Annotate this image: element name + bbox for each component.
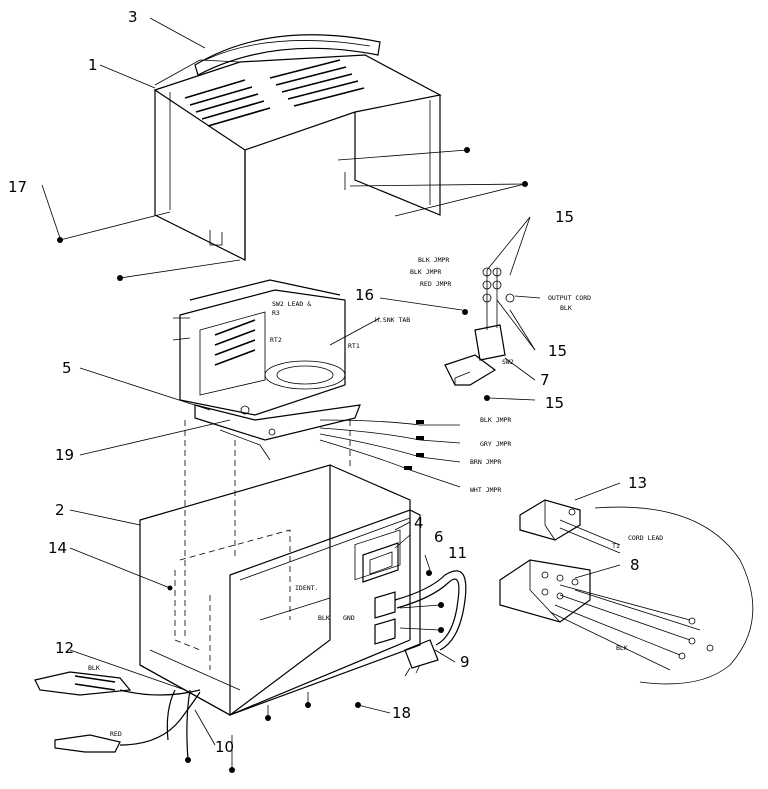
callout-numbers: 3 1 17 15 16 15 5 7 15 19 13 2 4 6 14 11…	[8, 8, 647, 756]
label-gnd: GND	[343, 614, 355, 622]
callout-9: 9	[460, 653, 470, 671]
cover-screws	[57, 147, 528, 281]
label-r3: R3	[272, 309, 280, 317]
callout-5: 5	[62, 359, 72, 377]
wire-labels: BLK JMPR BLK JMPR RED JMPR OUTPUT CORD B…	[88, 256, 663, 738]
label-brn-jmpr: BRN JMPR	[470, 458, 501, 466]
label-hs-tab: H.SNK TAB	[375, 316, 410, 324]
leader-lines	[41, 17, 621, 746]
label-cord-t1: T1	[612, 542, 620, 550]
label-output-cord: OUTPUT CORD	[548, 294, 591, 302]
label-output-blk: BLK	[560, 304, 572, 312]
label-blk-jmpr-mid: BLK JMPR	[480, 416, 511, 424]
callout-17: 17	[8, 178, 27, 196]
label-blk-jmpr-top: BLK JMPR	[418, 256, 449, 264]
label-wire-blk: BLK	[616, 644, 628, 652]
callout-13: 13	[628, 474, 647, 492]
label-ident: IDENT.	[295, 584, 318, 592]
callout-14: 14	[48, 539, 67, 557]
callout-15-mid: 15	[548, 342, 567, 360]
label-blk-wire: BLK	[318, 614, 330, 622]
connector-8	[499, 559, 714, 671]
callout-19: 19	[55, 446, 74, 464]
label-gry-jmpr: GRY JMPR	[480, 440, 511, 448]
base-housing	[139, 420, 421, 716]
callout-15-top: 15	[555, 208, 574, 226]
callout-3: 3	[128, 8, 138, 26]
label-clamp-red: RED	[110, 730, 122, 738]
label-red-jmpr: RED JMPR	[420, 280, 451, 288]
label-wht-jmpr: WHT JMPR	[470, 486, 501, 494]
callout-6: 6	[434, 528, 444, 546]
label-rt2: RT2	[270, 336, 282, 344]
label-sw2-lead: SW2 LEAD &	[272, 300, 311, 308]
label-sw2: SW2	[502, 358, 514, 366]
callout-10: 10	[215, 738, 234, 756]
connector-13	[519, 499, 754, 685]
callout-12: 12	[55, 639, 74, 657]
callout-2: 2	[55, 501, 65, 519]
label-clamp-blk: BLK	[88, 664, 100, 672]
power-cord	[394, 570, 467, 677]
label-blk-jmpr-2: BLK JMPR	[410, 268, 441, 276]
label-rt1: RT1	[348, 342, 360, 350]
output-clamps	[34, 671, 201, 763]
callout-18: 18	[392, 704, 411, 722]
top-cover	[153, 54, 442, 261]
transformer-assembly	[172, 279, 361, 461]
callout-7: 7	[540, 371, 550, 389]
handle	[194, 34, 381, 76]
callout-4: 4	[414, 514, 424, 532]
callout-16: 16	[355, 286, 374, 304]
heat-sink-tab	[444, 267, 515, 401]
base-screws	[167, 585, 361, 773]
callout-15-low: 15	[545, 394, 564, 412]
jumper-wires	[319, 419, 461, 488]
label-cord-lead: CORD LEAD	[628, 534, 663, 542]
callout-11: 11	[448, 544, 467, 562]
callout-1: 1	[88, 56, 98, 74]
callout-8: 8	[630, 556, 640, 574]
